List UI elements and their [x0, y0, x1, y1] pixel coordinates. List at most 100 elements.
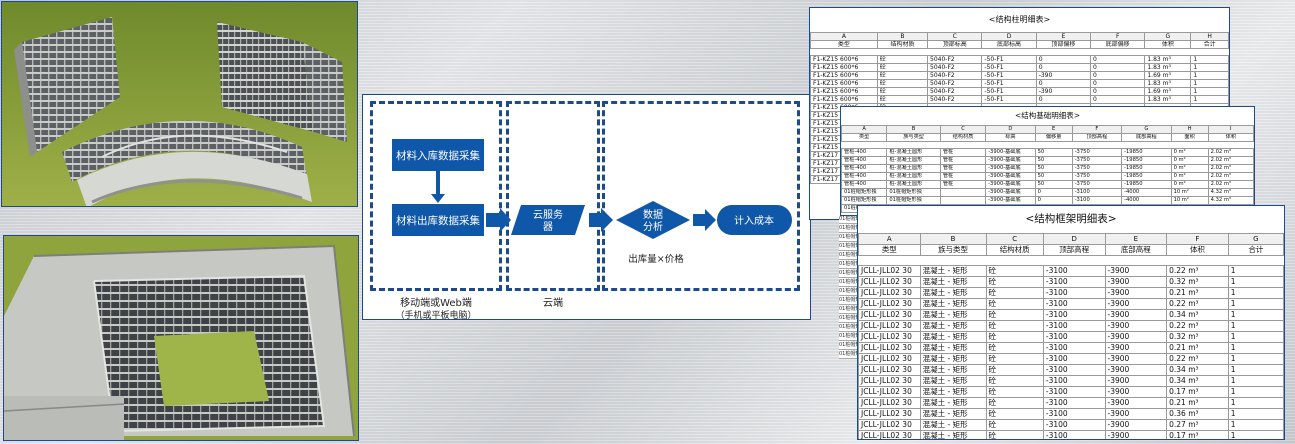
foundation-schedule-cell: -19850: [1121, 164, 1172, 174]
frame-schedule-cell: 混凝土 - 矩形: [919, 375, 987, 387]
column-schedule-cell: -50-F1: [981, 87, 1037, 97]
frame-schedule-cell: 1: [1227, 342, 1284, 354]
foundation-schedule-cell: 桩-混凝土圆形: [886, 156, 941, 166]
frame-schedule-cell: JCLL-JLL02 30: [858, 320, 921, 332]
mobile-caption: 移动端或Web端 （手机或平板电脑）: [370, 297, 502, 323]
frame-schedule-cell: -3900: [1104, 320, 1168, 332]
frame-schedule-cell: -3900: [1104, 287, 1168, 299]
frame-schedule-cell: 砼: [985, 408, 1044, 420]
column-schedule-cell: 0: [1090, 55, 1146, 65]
foundation-schedule-cell: -3900-基础底: [985, 188, 1036, 198]
frame-schedule-cell: JCLL-JLL02 30: [858, 331, 921, 343]
frame-schedule-cell: 砼: [985, 331, 1044, 343]
foundation-schedule-cell: 0 m²: [1170, 148, 1209, 158]
frame-schedule-cell: 0.22 m³: [1166, 265, 1229, 277]
column-schedule-title-row: <结构柱明细表>: [811, 8, 1229, 32]
foundation-schedule-cell: 01桩帽矩形独: [886, 196, 941, 206]
stub-row: 01桩帽矩形独: [839, 242, 859, 251]
courtyard-building-image: [4, 236, 358, 440]
column-schedule-letter-cell: E: [1035, 31, 1092, 41]
frame-schedule-cell: 1: [1227, 353, 1284, 365]
frame-schedule-cell: JCLL-JLL02 30: [858, 430, 921, 439]
foundation-schedule-cell: -3750: [1071, 148, 1123, 158]
stub-row: 01桩帽矩形独: [839, 251, 859, 260]
frame-schedule-cell: 混凝土 - 矩形: [919, 364, 987, 376]
column-schedule-cell: 5040-F2: [927, 71, 983, 81]
column-schedule-letter-cell: B: [876, 31, 929, 41]
frame-schedule-cell: 砼: [985, 364, 1044, 376]
foundation-schedule-cell: 50: [1034, 180, 1073, 190]
foundation-schedule-header-cell: 底部高程: [1121, 132, 1172, 142]
foundation-schedule-cell: 2.02 m³: [1207, 164, 1254, 174]
column-schedule-letter-cell: C: [927, 31, 983, 41]
frame-schedule-cell: 0.17 m³: [1166, 386, 1229, 398]
material-in-box: 材料入库数据采集: [392, 139, 484, 171]
column-schedule-header-cell: 结构材质: [876, 39, 929, 49]
frame-schedule-cell: 砼: [985, 353, 1044, 365]
frame-schedule-cell: 砼: [985, 320, 1044, 332]
frame-schedule-cell: -3900: [1104, 298, 1168, 310]
foundation-schedule-letter-cell: C: [939, 124, 987, 134]
column-schedule-letter-cell: D: [981, 31, 1037, 41]
frame-schedule-cell: -3900: [1104, 397, 1168, 409]
frame-schedule-cell: 砼: [985, 419, 1044, 431]
foundation-schedule-cell: 10 m²: [1170, 188, 1209, 198]
frame-schedule-header-cell: 顶部高程: [1042, 243, 1106, 256]
column-schedule-cell: 砼: [876, 63, 929, 73]
zone-mobile: [370, 101, 502, 291]
column-schedule-cell: 0: [1035, 55, 1092, 65]
frame-schedule-cell: 混凝土 - 矩形: [919, 309, 987, 321]
column-schedule-spacer: [810, 47, 1229, 57]
foundation-schedule-letter-cell: E: [1034, 124, 1073, 134]
frame-schedule-cell: 砼: [985, 397, 1044, 409]
foundation-schedule-cell: 管桩: [939, 164, 987, 174]
frame-schedule-cell: -3100: [1042, 331, 1106, 343]
frame-schedule-cell: JCLL-JLL02 30: [858, 276, 921, 288]
frame-schedule-cell: 砼: [985, 298, 1044, 310]
frame-schedule-cell: 混凝土 - 矩形: [919, 419, 987, 431]
foundation-schedule-cell: 2.02 m³: [1207, 148, 1254, 158]
column-schedule-letter-cell: H: [1190, 31, 1229, 41]
column-schedule-cell: 砼: [876, 95, 929, 105]
frame-schedule-cell: 混凝土 - 矩形: [919, 298, 987, 310]
foundation-schedule-cell: 管桩-400: [841, 164, 888, 174]
foundation-schedule-cell: -19850: [1121, 148, 1172, 158]
column-schedule-cell: F1-KZ15 600*6: [810, 79, 878, 89]
frame-schedule-title-row: <结构框架明细表>: [859, 206, 1284, 233]
frame-schedule-cell: 0.21 m³: [1166, 397, 1229, 409]
frame-schedule-cell: 1: [1227, 320, 1284, 332]
column-schedule-letter-cell: A: [810, 31, 878, 41]
stub-row: 01桩帽矩形独: [839, 287, 859, 296]
frame-schedule-cell: 0.34 m³: [1166, 375, 1229, 387]
frame-schedule-cell: 1: [1227, 386, 1284, 398]
frame-schedule-letter-cell: G: [1227, 232, 1284, 245]
foundation-schedule-cell: 01桩帽矩形独: [841, 196, 888, 206]
column-schedule-cell: 0: [1035, 79, 1092, 89]
column-schedule-cell: -50-F1: [981, 71, 1037, 81]
foundation-schedule-letter-cell: A: [841, 124, 888, 134]
frame-schedule-header-cell: 合计: [1227, 243, 1284, 256]
foundation-schedule-title-row: <结构基础明细表>: [842, 107, 1254, 125]
frame-schedule-header-cell: 底部高程: [1104, 243, 1168, 256]
stub-row: 01桩帽矩形独: [839, 215, 859, 224]
frame-schedule-cell: 混凝土 - 矩形: [919, 331, 987, 343]
frame-schedule-header-row: 类型族与类型结构材质顶部高程底部高程体积合计: [858, 243, 1284, 256]
column-schedule-cell: -390: [1035, 87, 1092, 97]
foundation-schedule-cell: -3750: [1071, 180, 1123, 190]
column-schedule-header-cell: 顶部标高: [927, 39, 983, 49]
frame-schedule-cell: -3900: [1104, 408, 1168, 420]
column-schedule-cell: 砼: [876, 87, 929, 97]
frame-schedule-cell: 0.21 m³: [1166, 287, 1229, 299]
stub-row: 01桩帽矩形独: [839, 224, 859, 233]
frame-schedule-cell: 1: [1227, 408, 1284, 420]
frame-schedule-cell: -3100: [1042, 397, 1106, 409]
